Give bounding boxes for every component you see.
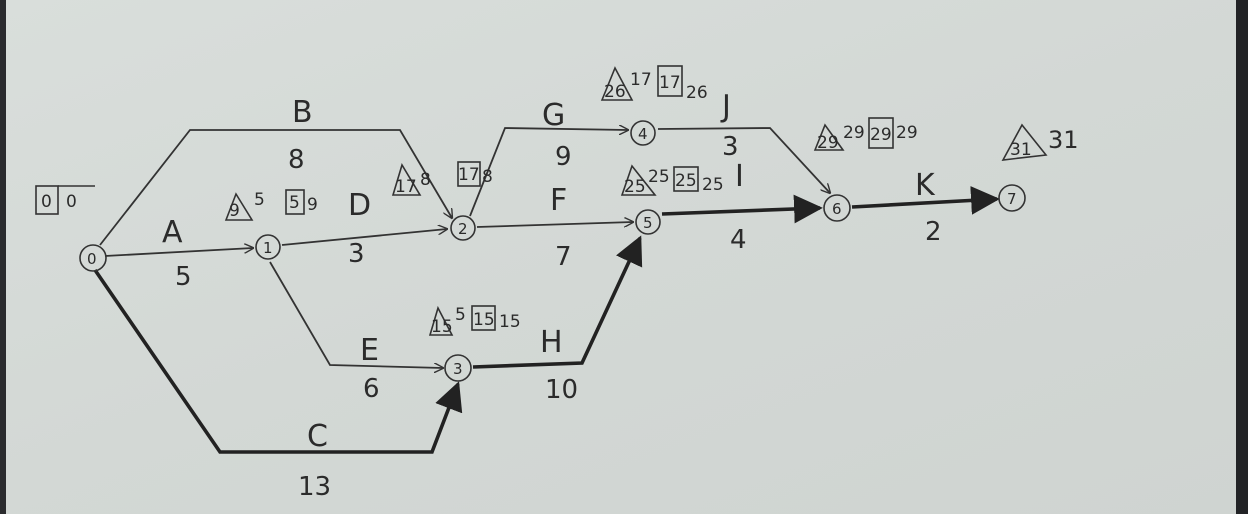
node-4: 4 [630, 120, 656, 146]
activity-label: E [360, 333, 379, 368]
svg-text:25: 25 [624, 177, 646, 197]
svg-text:31: 31 [1048, 126, 1079, 154]
edge-F [476, 222, 633, 228]
svg-text:8: 8 [420, 170, 431, 190]
activity-duration: 13 [298, 472, 331, 502]
svg-text:0: 0 [87, 250, 97, 268]
svg-text:7: 7 [1007, 190, 1017, 208]
activity-label: C [307, 419, 328, 454]
activity-duration: 3 [722, 132, 739, 162]
svg-text:5: 5 [289, 193, 300, 213]
svg-text:25: 25 [675, 171, 697, 191]
svg-text:5: 5 [254, 190, 265, 210]
svg-text:29: 29 [870, 125, 892, 145]
node-7: 7 [998, 184, 1026, 212]
node-2: 2 [450, 215, 476, 241]
node-5-times: 25 25 25 25 [620, 164, 724, 197]
activity-duration: 7 [555, 242, 572, 272]
edge-H [472, 235, 643, 369]
edge-K [851, 186, 1000, 215]
edge-G [469, 128, 628, 217]
activity-duration: 6 [363, 374, 380, 404]
activity-label: H [540, 325, 563, 360]
activity-label: I [735, 159, 744, 194]
svg-text:26: 26 [604, 82, 626, 102]
node-1: 1 [255, 234, 281, 260]
activity-duration: 9 [555, 142, 572, 172]
activity-label: G [542, 98, 565, 133]
svg-text:3: 3 [453, 360, 463, 378]
svg-text:8: 8 [482, 167, 493, 187]
edge-I [661, 194, 823, 224]
activity-label: A [162, 215, 183, 250]
edge-D [281, 229, 447, 246]
svg-text:17: 17 [395, 177, 417, 197]
svg-text:17: 17 [630, 70, 652, 90]
node-0-times: 0 0 [35, 185, 95, 215]
node-2-times: 17 8 17 8 [391, 161, 493, 197]
svg-text:29: 29 [843, 123, 865, 143]
svg-text:0: 0 [41, 192, 52, 212]
node-7-times: 31 31 [1001, 123, 1079, 161]
activity-label: F [550, 183, 567, 218]
svg-text:29: 29 [817, 133, 839, 153]
activity-label: B [292, 95, 313, 130]
svg-text:29: 29 [896, 123, 918, 143]
node-1-times: 9 5 5 9 [224, 189, 318, 221]
svg-text:5: 5 [455, 305, 466, 325]
activity-duration: 2 [925, 217, 942, 247]
svg-text:31: 31 [1010, 140, 1032, 160]
activity-duration: 8 [288, 145, 305, 175]
svg-text:9: 9 [307, 195, 318, 215]
edge-C [93, 268, 463, 454]
node-6: 6 [823, 194, 851, 222]
node-4-times: 26 17 17 26 [600, 65, 708, 103]
svg-text:26: 26 [686, 83, 708, 103]
activity-duration: 3 [348, 239, 365, 269]
svg-text:5: 5 [643, 214, 653, 232]
svg-text:17: 17 [458, 165, 480, 185]
svg-text:15: 15 [499, 312, 521, 332]
svg-text:25: 25 [648, 167, 670, 187]
node-3: 3 [444, 354, 472, 382]
activity-duration: 10 [545, 375, 578, 405]
edge-A [104, 248, 253, 257]
svg-text:2: 2 [458, 220, 468, 238]
svg-text:0: 0 [66, 192, 77, 212]
node-5: 5 [635, 209, 661, 235]
activity-label: K [915, 168, 936, 203]
photo-border-right [1236, 0, 1248, 514]
node-0: 0 [79, 244, 107, 272]
svg-text:15: 15 [431, 317, 453, 337]
svg-text:6: 6 [832, 200, 842, 218]
svg-text:1: 1 [263, 239, 273, 257]
node-6-times: 29 29 29 29 [813, 117, 918, 153]
activity-duration: 4 [730, 225, 747, 255]
edge-B [99, 129, 452, 246]
photo-border-left [0, 0, 6, 514]
svg-text:9: 9 [229, 201, 240, 221]
edge-E [269, 261, 443, 368]
svg-text:25: 25 [702, 175, 724, 195]
activity-duration: 5 [175, 262, 192, 292]
svg-text:4: 4 [638, 125, 648, 143]
node-3-times: 15 5 15 15 [428, 305, 521, 337]
svg-text:17: 17 [659, 73, 681, 93]
svg-text:15: 15 [473, 310, 495, 330]
activity-label: J [720, 89, 731, 124]
activity-label: D [348, 188, 371, 223]
edge-J [657, 127, 830, 193]
